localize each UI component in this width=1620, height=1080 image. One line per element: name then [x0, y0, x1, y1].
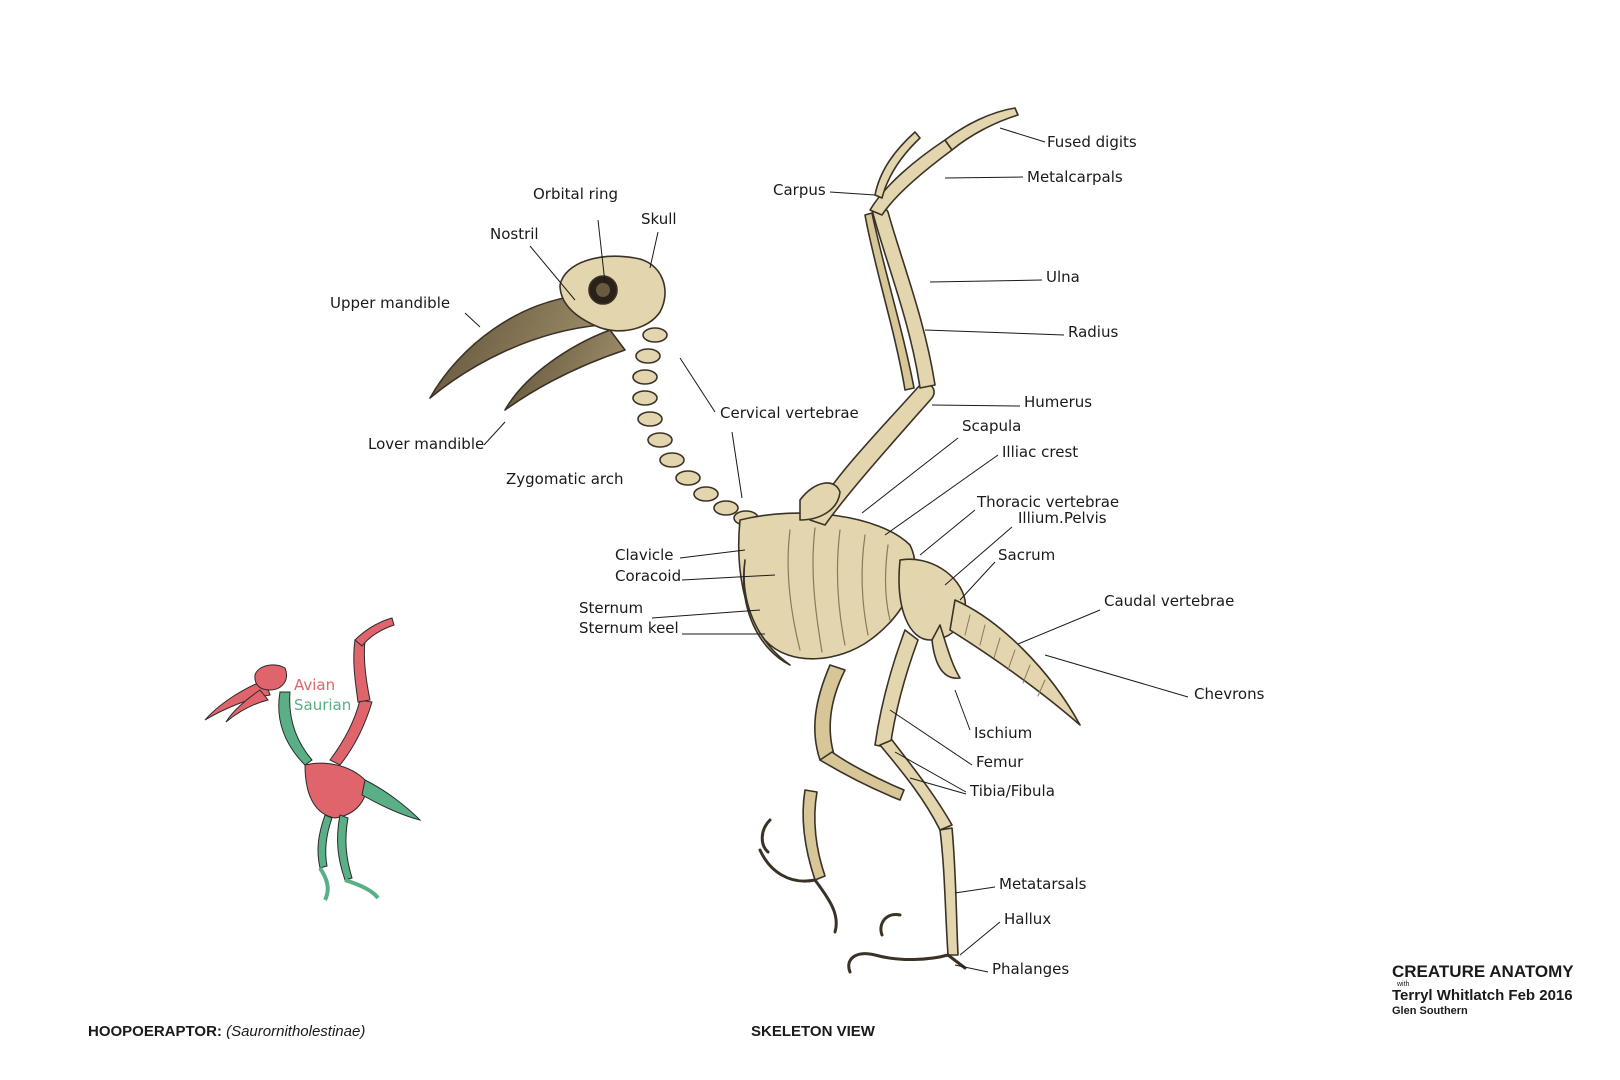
species-name: HOOPOERAPTOR: — [88, 1023, 222, 1040]
species-title: HOOPOERAPTOR: (Saurornitholestinae) — [88, 1023, 365, 1040]
label-femur: Femur — [976, 753, 1024, 771]
metatarsal-shape — [939, 827, 959, 956]
label-cervical-vertebrae: Cervical vertebrae — [720, 404, 859, 422]
label-metatarsals: Metatarsals — [999, 875, 1087, 893]
legend-avian: Avian — [294, 676, 336, 694]
radius-shape — [864, 212, 915, 391]
label-carpus: Carpus — [773, 181, 826, 199]
back-foot-claws — [847, 913, 967, 974]
label-illium-pelvis: Illium.Pelvis — [1018, 509, 1107, 527]
label-hallux: Hallux — [1004, 910, 1052, 928]
label-skull: Skull — [641, 210, 677, 228]
label-sacrum: Sacrum — [998, 546, 1056, 564]
mini-skeleton — [204, 617, 422, 901]
label-phalanges: Phalanges — [992, 960, 1070, 978]
label-illiac-crest: Illiac crest — [1002, 443, 1079, 461]
sternum-shape — [743, 559, 791, 666]
humerus-shape — [809, 382, 935, 526]
label-radius: Radius — [1068, 323, 1119, 341]
cervical-vertebrae-shapes — [632, 327, 759, 526]
label-lover-mandible: Lover mandible — [368, 435, 485, 453]
view-title: SKELETON VIEW — [751, 1023, 875, 1040]
label-upper-mandible: Upper mandible — [330, 294, 451, 312]
label-humerus: Humerus — [1024, 393, 1093, 411]
upper-mandible-shape — [429, 294, 601, 399]
label-thoracic-vertebrae: Thoracic vertebrae — [977, 493, 1120, 511]
label-coracoid: Coracoid — [615, 567, 682, 585]
label-orbital-ring: Orbital ring — [533, 185, 619, 203]
front-foot-claws — [758, 818, 838, 934]
credit-author: Terryl Whitlatch Feb 2016 — [1392, 987, 1573, 1004]
label-sternum: Sternum — [579, 599, 644, 617]
ischium-shape — [931, 624, 961, 679]
label-ulna: Ulna — [1046, 268, 1080, 286]
ribcage-shape — [737, 512, 916, 660]
tibia-shape — [879, 739, 953, 831]
femur-shape — [874, 629, 919, 749]
label-scapula: Scapula — [962, 417, 1022, 435]
label-clavicle: Clavicle — [615, 546, 674, 564]
label-chevrons: Chevrons — [1194, 685, 1265, 703]
species-latin: (Saurornitholestinae) — [226, 1023, 366, 1040]
label-sternum-keel: Sternum keel — [579, 619, 679, 637]
leader-lines — [464, 127, 1189, 973]
label-tibia-fibula: Tibia/Fibula — [970, 782, 1055, 800]
label-metacarpals: Metalcarpals — [1027, 168, 1123, 186]
lower-mandible-shape — [504, 329, 626, 411]
tail-shape — [949, 599, 1081, 726]
label-ischium: Ischium — [974, 724, 1033, 742]
credit-with: with — [1397, 981, 1410, 988]
legend-saurian: Saurian — [294, 696, 352, 714]
credit-title: CREATURE ANATOMY — [1392, 962, 1574, 981]
label-zygomatic-arch: Zygomatic arch — [506, 470, 624, 488]
credit-student: Glen Southern — [1392, 1005, 1468, 1017]
scapula-shape — [799, 482, 841, 521]
label-caudal-vertebrae: Caudal vertebrae — [1104, 592, 1235, 610]
label-fused-digits: Fused digits — [1047, 133, 1137, 151]
label-nostril: Nostril — [490, 225, 539, 243]
fused-digits-shape — [944, 107, 1019, 151]
